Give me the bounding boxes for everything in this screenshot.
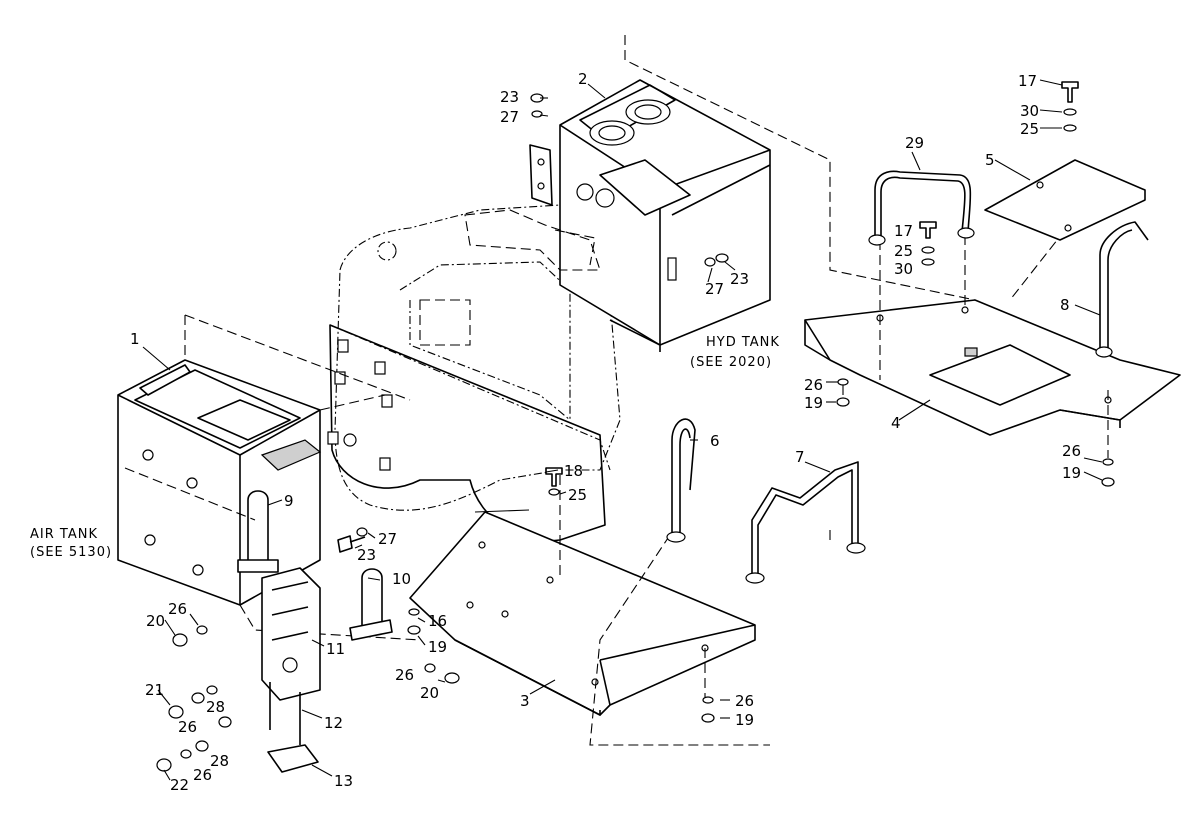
- hardware-fasteners: [156, 81, 1115, 772]
- callout-23-top: 23: [500, 88, 519, 106]
- callout-21: 21: [145, 681, 164, 699]
- mount-bracket-11: [261, 567, 321, 701]
- step-plate-3: [409, 511, 756, 716]
- platform-plate-4: [804, 299, 1181, 436]
- strap-12: [269, 682, 301, 745]
- hyd-tank-note-line2: (SEE 2020): [690, 355, 772, 370]
- callout-17-mid: 17: [894, 222, 913, 240]
- air-tank-note-line1: AIR TANK: [30, 527, 98, 542]
- callout-16: 16: [428, 612, 447, 630]
- callout-17-top: 17: [1018, 72, 1037, 90]
- callout-28-lower: 28: [210, 752, 229, 770]
- callout-4: 4: [891, 414, 901, 432]
- callout-labels: 1 2 3 4 5 6 7 8 9 10 11 12 13 16 17 17 1…: [130, 70, 1081, 794]
- callout-12: 12: [324, 714, 343, 732]
- callout-19-platform-right: 19: [1062, 464, 1081, 482]
- callout-26-platform-right: 26: [1062, 442, 1081, 460]
- callout-23-frame: 23: [357, 546, 376, 564]
- leader-lines: [142, 79, 1103, 781]
- callout-3: 3: [520, 692, 530, 710]
- callout-13: 13: [334, 772, 353, 790]
- clamp-13: [267, 744, 319, 773]
- handrail-8: [1095, 221, 1149, 358]
- callout-30-top: 30: [1020, 102, 1039, 120]
- reference-notes: AIR TANK (SEE 5130) HYD TANK (SEE 2020): [30, 335, 780, 560]
- callout-7: 7: [795, 448, 805, 466]
- callout-26-bottom: 26: [735, 692, 754, 710]
- callout-26-low: 26: [193, 766, 212, 784]
- callout-20-left: 20: [146, 612, 165, 630]
- callout-22: 22: [170, 776, 189, 794]
- callout-26-right: 26: [395, 666, 414, 684]
- callout-1: 1: [130, 330, 140, 348]
- callout-10: 10: [392, 570, 411, 588]
- u-handle-29: [868, 170, 975, 246]
- air-tank-box: [117, 359, 322, 606]
- hydraulic-tank: [559, 79, 771, 352]
- callout-19-bottom: 19: [735, 711, 754, 729]
- callout-27-frame: 27: [378, 530, 397, 548]
- callout-23-tank: 23: [730, 270, 749, 288]
- air-tank-note-line2: (SEE 5130): [30, 545, 112, 560]
- handrail-7: [745, 461, 866, 584]
- platform-projection-lines: [624, 35, 1109, 458]
- callout-26-left: 26: [168, 600, 187, 618]
- callout-6: 6: [710, 432, 720, 450]
- step-plate-projection-lines: [559, 475, 831, 746]
- u-bolt-10: [349, 568, 393, 641]
- callout-26-platform: 26: [804, 376, 823, 394]
- callout-27-top: 27: [500, 108, 519, 126]
- callout-25-top: 25: [1020, 120, 1039, 138]
- callout-9: 9: [284, 492, 294, 510]
- handrail-6: [666, 418, 696, 543]
- callout-26-mid: 26: [178, 718, 197, 736]
- center-bracket-phantom: [419, 209, 601, 346]
- callout-5: 5: [985, 151, 995, 169]
- callout-8: 8: [1060, 296, 1070, 314]
- u-bolt-9: [237, 490, 279, 573]
- callout-19-platform: 19: [804, 394, 823, 412]
- callout-25-frame: 25: [568, 486, 587, 504]
- callout-30-mid: 30: [894, 260, 913, 278]
- frame-side-plate: [327, 324, 606, 542]
- callout-25-mid: 25: [894, 242, 913, 260]
- cover-plate-5: [984, 159, 1146, 241]
- callout-11: 11: [326, 640, 345, 658]
- tank-bracket: [529, 144, 553, 206]
- callout-29: 29: [905, 134, 924, 152]
- callout-18: 18: [564, 462, 583, 480]
- callout-19-step: 19: [428, 638, 447, 656]
- callout-20-right: 20: [420, 684, 439, 702]
- callout-2: 2: [578, 70, 588, 88]
- hyd-tank-note-line1: HYD TANK: [706, 335, 780, 350]
- callout-27-tank: 27: [705, 280, 724, 298]
- callout-28-upper: 28: [206, 698, 225, 716]
